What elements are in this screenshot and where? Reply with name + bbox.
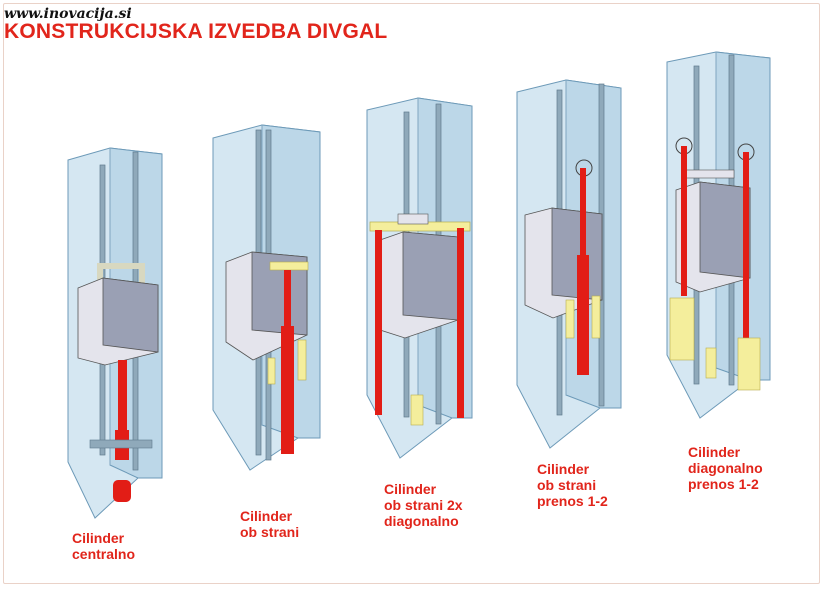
label-line: ob strani: [537, 477, 597, 493]
label-line: Cilinder: [688, 444, 741, 460]
label-line: diagonalno: [688, 460, 763, 476]
shaft-centralno: [67, 147, 163, 519]
page-title: KONSTRUKCIJSKA IZVEDBA DIVGAL: [4, 20, 388, 43]
label-line: diagonalno: [384, 513, 459, 529]
label-line: Cilinder: [537, 461, 590, 477]
label-ob-strani: Cilinder ob strani: [240, 508, 299, 540]
shaft-diagonalno-prenos: [666, 51, 771, 419]
label-ob-strani-prenos: Cilinder ob strani prenos 1-2: [537, 461, 608, 509]
label-line: prenos 1-2: [688, 476, 759, 492]
watermark: www.inovacija.si: [4, 6, 132, 22]
label-line: Cilinder: [72, 530, 125, 546]
label-diagonalno-prenos: Cilinder diagonalno prenos 1-2: [688, 444, 763, 492]
label-line: ob strani 2x: [384, 497, 463, 513]
label-line: centralno: [72, 546, 136, 562]
label-line: Cilinder: [384, 481, 437, 497]
label-ob-strani-2x-diagonalno: Cilinder ob strani 2x diagonalno: [384, 481, 463, 529]
shaft-ob-strani-prenos: [516, 79, 622, 449]
label-line: prenos 1-2: [537, 493, 608, 509]
shaft-ob-strani: [212, 124, 321, 471]
label-line: ob strani: [240, 524, 300, 540]
figure-frame: [3, 3, 820, 584]
label-line: Cilinder: [240, 508, 293, 524]
label-centralno: Cilinder centralno: [72, 530, 135, 562]
shaft-ob-strani-2x-diagonalno: [366, 97, 473, 459]
